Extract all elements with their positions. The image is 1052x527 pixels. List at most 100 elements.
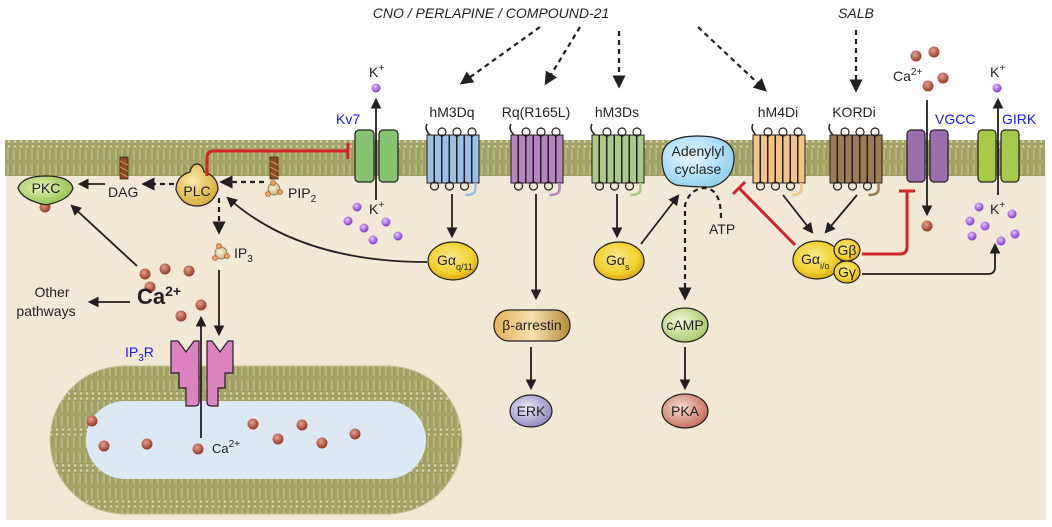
- receptor-label-hm3dq: hM3Dq: [429, 104, 474, 120]
- ca-ion: [316, 437, 328, 449]
- ca-ion: [144, 281, 156, 293]
- gpcr-kordi: [828, 123, 883, 197]
- k-ion-label-girk-in: K+: [990, 200, 1005, 217]
- gpcr-hm3dq: [425, 123, 480, 197]
- ca-ion: [921, 220, 933, 232]
- gq-to-plc-arrow: [226, 196, 428, 263]
- girk-label: GIRK: [1002, 111, 1037, 127]
- gbeta-inhibits-vgcc: [862, 189, 915, 256]
- svg-text:PLC: PLC: [183, 183, 210, 199]
- pka: PKA: [661, 393, 709, 429]
- svg-text:ERK: ERK: [517, 403, 546, 419]
- k-ion: [371, 83, 381, 93]
- pip2-label: PIP2: [288, 185, 317, 205]
- ggamma-activates-girk: [862, 242, 1001, 275]
- k-ion: [992, 83, 1002, 93]
- k-ion: [352, 202, 362, 212]
- k-ion: [967, 231, 977, 241]
- other-pathways-label-2: pathways: [16, 303, 75, 319]
- hm4di-to-gi-arrow: [782, 194, 814, 234]
- k-ion: [359, 223, 369, 233]
- k-ion-label-kv7-out: K+: [369, 63, 384, 80]
- ca-ion: [910, 50, 922, 62]
- gq-protein: Gαq/11: [427, 241, 479, 281]
- gpcr-hm4di: [751, 123, 806, 197]
- camp: cAMP: [661, 307, 709, 343]
- kv7-channel: [354, 97, 399, 200]
- ca-ion-label-vgcc: Ca2+: [893, 67, 922, 84]
- k-ion: [1010, 229, 1020, 239]
- k-ion: [1007, 209, 1017, 219]
- k-ion: [381, 217, 391, 227]
- ca-ion: [195, 299, 207, 311]
- svg-text:Gαq/11: Gαq/11: [437, 252, 473, 272]
- svg-text:cyclase: cyclase: [675, 161, 722, 177]
- ca-ion: [139, 268, 151, 280]
- gpcr-rq: [509, 123, 564, 197]
- svg-text:PKA: PKA: [671, 403, 700, 419]
- ca-cytosolic-label: Ca2+: [137, 283, 181, 309]
- dreadd-agonists-label: CNO / PERLAPINE / COMPOUND-21: [373, 5, 610, 21]
- gi-protein-complex: Gαi/o Gβ Gγ: [792, 238, 861, 284]
- ip3-icon: [212, 243, 230, 261]
- atp-label: ATP: [709, 221, 735, 237]
- svg-text:Gαi/o: Gαi/o: [801, 251, 830, 271]
- k-ion: [965, 216, 975, 226]
- dag-lipid-icon: [119, 156, 129, 180]
- svg-text:cAMP: cAMP: [666, 317, 703, 333]
- plc-inhibits-kv7: [205, 143, 350, 176]
- ca-ion: [175, 310, 187, 322]
- erk: ERK: [509, 394, 553, 428]
- ca-ion: [928, 46, 940, 58]
- adenylyl-cyclase: Adenylyl cyclase: [661, 135, 735, 188]
- ca-ion: [349, 428, 361, 440]
- svg-text:Gαs: Gαs: [606, 252, 630, 272]
- ca-ion: [98, 440, 110, 452]
- kordi-to-gi-arrow: [824, 194, 858, 234]
- dag-label: DAG: [108, 184, 138, 200]
- receptor-label-hm3ds: hM3Ds: [595, 104, 639, 120]
- gi-inhibits-ac: [731, 180, 797, 247]
- girk-channel: [977, 97, 1020, 195]
- vgcc-channel: [906, 100, 949, 217]
- endoplasmic-reticulum: [49, 365, 463, 515]
- gs-to-ac-arrow: [640, 194, 680, 245]
- receptor-label-hm4di: hM4Di: [758, 104, 798, 120]
- ca-ion: [86, 415, 98, 427]
- k-ion: [368, 235, 378, 245]
- svg-text:Gγ: Gγ: [838, 264, 856, 280]
- receptor-label-rq: Rq(R165L): [502, 104, 570, 120]
- ca-ion: [296, 419, 308, 431]
- ca-ion: [183, 265, 195, 277]
- ligand-arrows: [459, 26, 863, 93]
- ca-ion: [159, 263, 171, 275]
- kv7-label: Kv7: [336, 111, 360, 127]
- beta-arrestin: β-arrestin: [493, 309, 571, 342]
- k-ion: [393, 231, 403, 241]
- k-ion-label-girk-out: K+: [990, 63, 1005, 80]
- vgcc-label: VGCC: [935, 111, 975, 127]
- ca-ion: [922, 80, 934, 92]
- ca-to-pkc-arrow: [70, 204, 138, 267]
- svg-text:Adenylyl: Adenylyl: [672, 143, 725, 159]
- pip2-lipid-icon: [265, 156, 283, 197]
- k-ion-label-kv7-in: K+: [369, 200, 384, 217]
- other-pathways-label: Other: [34, 284, 69, 300]
- pkc: PKC: [17, 175, 74, 206]
- ip3r-channel: [170, 315, 234, 438]
- gs-protein: Gαs: [593, 241, 645, 281]
- svg-text:PKC: PKC: [32, 180, 61, 196]
- k-ion: [343, 216, 353, 226]
- svg-text:β-arrestin: β-arrestin: [502, 317, 561, 333]
- ca-ion: [247, 418, 259, 430]
- k-ion: [974, 202, 984, 212]
- salb-label: SALB: [838, 5, 874, 21]
- svg-text:Gβ: Gβ: [838, 242, 857, 258]
- ca-ion: [141, 438, 153, 450]
- ip3-label: IP3: [234, 245, 253, 265]
- atp-to-ac-arc: [678, 186, 723, 301]
- gpcr-hm3ds: [590, 123, 645, 197]
- ca-ion: [272, 433, 284, 445]
- ca-ion: [937, 72, 949, 84]
